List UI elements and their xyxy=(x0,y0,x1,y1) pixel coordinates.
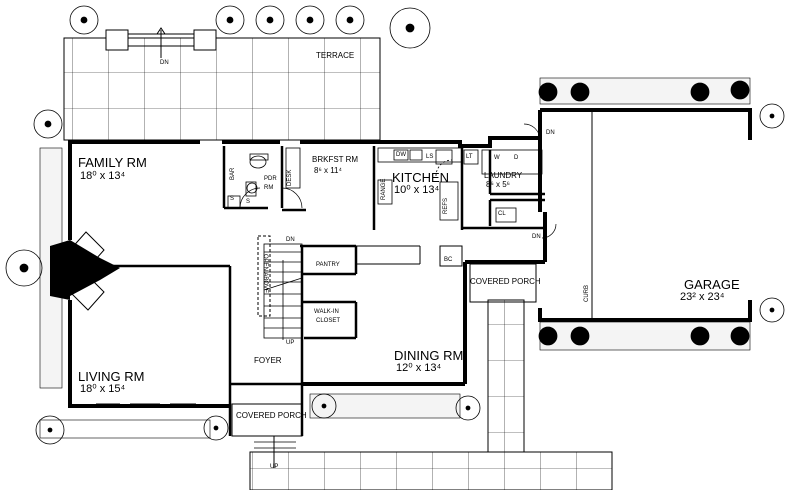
laundry-dim: 8⁶ x 5⁶ xyxy=(486,180,510,189)
entry-up-label: UP xyxy=(270,464,279,470)
front-porch-name: COVERED PORCH xyxy=(236,411,307,420)
side-porch-name: COVERED PORCH xyxy=(470,277,541,286)
fireplace xyxy=(50,231,120,311)
living-room-dim: 18⁰ x 15⁴ xyxy=(80,383,126,395)
pdr-line1: PDR xyxy=(264,176,277,182)
terrace-paving xyxy=(63,37,381,141)
kitchen-counters xyxy=(377,147,543,223)
windows xyxy=(96,319,700,405)
stair-up-label: UP xyxy=(286,340,295,346)
washer-label: W xyxy=(494,155,500,161)
bar-label: BAR xyxy=(230,167,236,180)
stair-dn-label: DN xyxy=(286,237,295,243)
garage-name: GARAGE xyxy=(684,277,740,292)
garage-dn-label: DN xyxy=(546,130,555,136)
refs-label: REFS xyxy=(443,197,449,214)
kitchen-name: KITCHEN xyxy=(392,170,450,185)
dw-label: DW xyxy=(396,152,406,158)
lt-label: LT xyxy=(466,154,473,160)
breakfast-dim: 8⁶ x 11⁴ xyxy=(314,166,342,175)
dining-room-name: DINING RM xyxy=(394,348,464,363)
living-room-name: LIVING RM xyxy=(78,369,145,384)
door-swings xyxy=(239,123,557,239)
terrace-name: TERRACE xyxy=(316,51,355,60)
open-above-label: OPEN ABOVE xyxy=(262,254,268,294)
pdr-line2: RM xyxy=(264,185,274,191)
dining-room-dim: 12⁰ x 13⁴ xyxy=(396,362,442,374)
breakfast-name: BRKFST RM xyxy=(312,155,359,164)
front-walk xyxy=(249,451,613,490)
curb-label: CURB xyxy=(584,284,590,302)
interior-walls xyxy=(110,146,545,436)
terrace-step-left xyxy=(105,29,129,51)
pantry-name: PANTRY xyxy=(316,262,340,268)
desk-label: DESK xyxy=(287,169,293,186)
open-above-zone xyxy=(257,235,271,317)
kitchen-dim: 10⁰ x 13⁴ xyxy=(394,184,440,196)
broom-closet xyxy=(439,245,463,267)
walkin-line1: WALK-IN xyxy=(314,309,339,315)
foyer-name: FOYER xyxy=(254,356,282,365)
sink-label-1: S xyxy=(230,196,235,202)
range-label: RANGE xyxy=(381,178,387,200)
terrace-step-right xyxy=(193,29,217,51)
bc-label: BC xyxy=(444,257,453,263)
family-room-dim: 18⁰ x 13⁴ xyxy=(80,170,126,182)
entry-steps xyxy=(254,435,296,449)
planting-beds xyxy=(39,77,751,439)
family-room-name: FAMILY RM xyxy=(78,155,147,170)
sink-label-2: S xyxy=(246,199,251,205)
laundry-name: LAUNDRY xyxy=(484,171,523,180)
side-walk xyxy=(487,299,525,453)
garage-dim: 23² x 23⁴ xyxy=(680,291,725,303)
dryer-label: D xyxy=(514,155,519,161)
terrace-dn-label: DN xyxy=(160,60,169,66)
landscape-shrubs xyxy=(5,5,785,445)
walkin-line2: CLOSET xyxy=(316,318,341,324)
side-dn-label: DN xyxy=(532,234,541,240)
porch-posts xyxy=(231,263,537,437)
ls-label: LS xyxy=(426,154,434,160)
closet-label: CL xyxy=(498,211,506,217)
